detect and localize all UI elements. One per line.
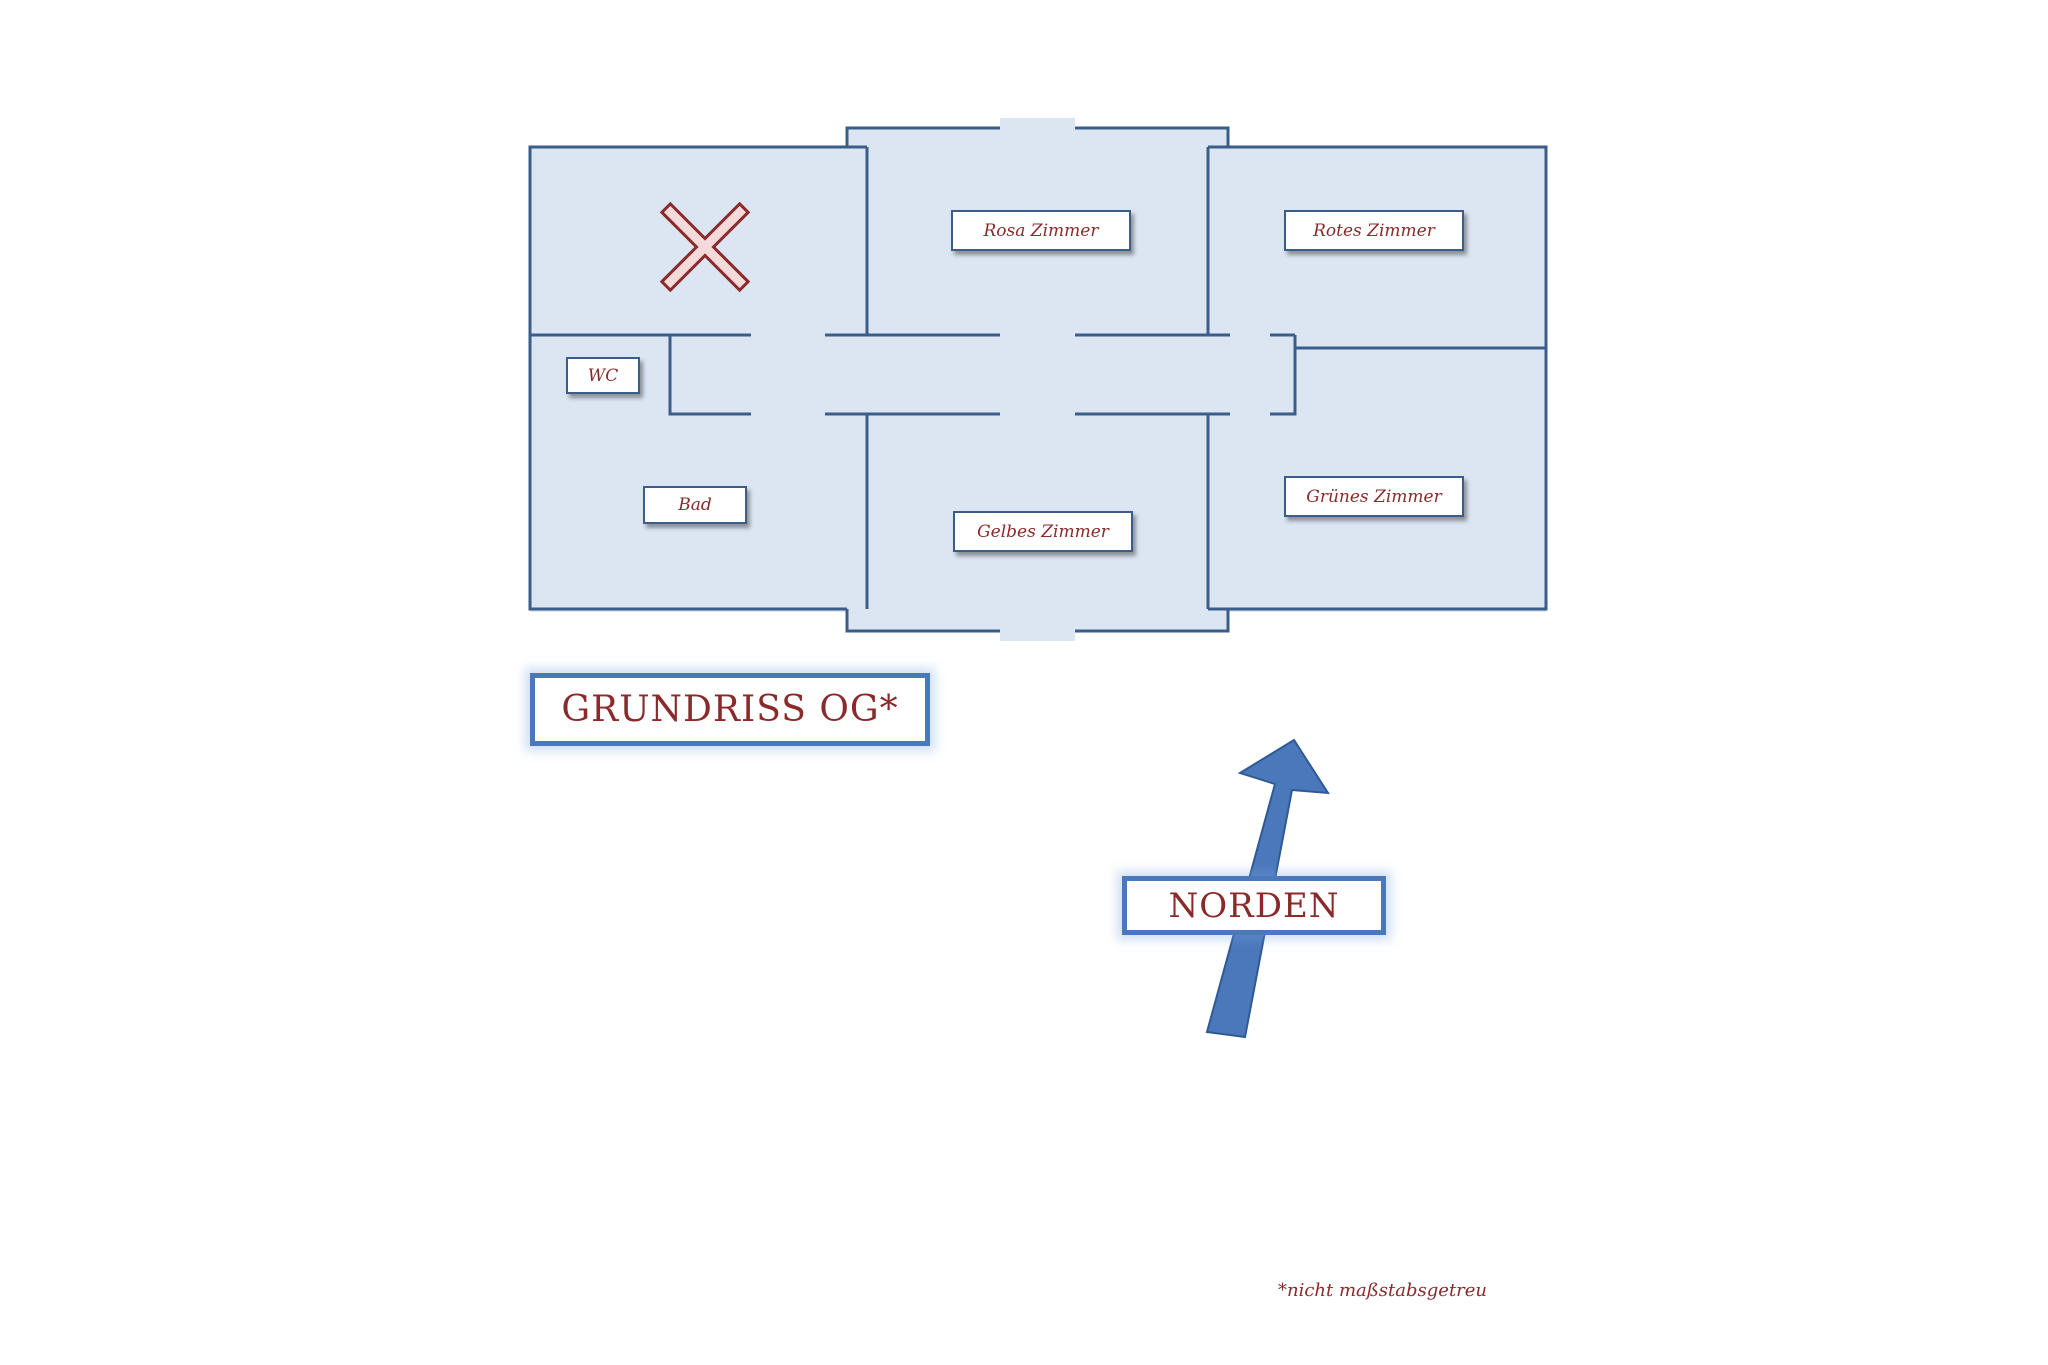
north-label: NORDEN [1122,876,1386,935]
room-label-wc: WC [566,357,640,394]
plan-title: GRUNDRISS OG* [530,673,930,746]
room-label-rotes: Rotes Zimmer [1284,210,1464,251]
room-label-rosa: Rosa Zimmer [951,210,1131,251]
room-label-bad: Bad [643,486,747,524]
cross-icon [659,201,751,293]
room-label-gruenes: Grünes Zimmer [1284,476,1464,517]
scale-footnote: *nicht maßstabsgetreu [1278,1280,1488,1301]
walls [528,126,1548,633]
room-label-gelbes: Gelbes Zimmer [953,511,1133,552]
room-fills [530,118,1546,641]
